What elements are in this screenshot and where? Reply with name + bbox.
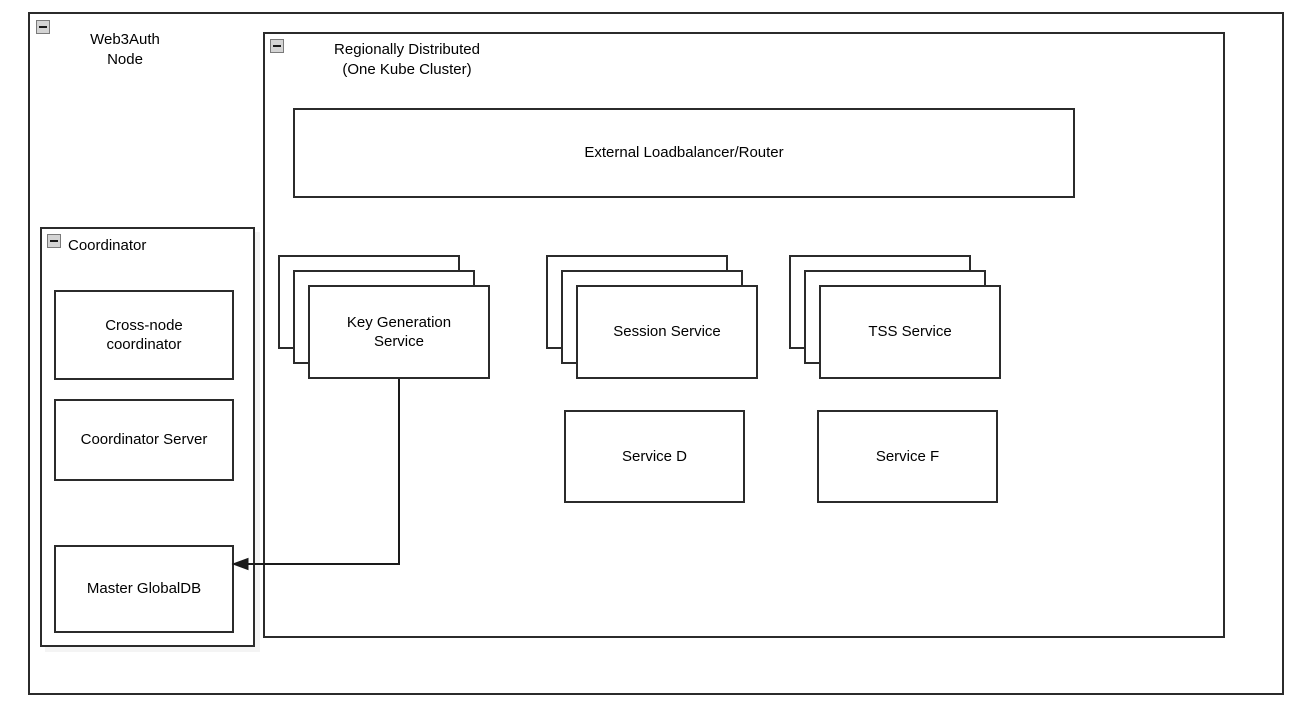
minus-bar [273,45,281,47]
node-label-service-d: Service D [621,447,688,465]
node-session-service[interactable]: Session Service [576,285,758,379]
node-coordinator-server[interactable]: Coordinator Server [54,399,234,481]
node-label-coordinator-server: Coordinator Server [80,431,208,449]
node-service-d[interactable]: Service D [564,410,745,503]
node-external-loadbalancer[interactable]: External Loadbalancer/Router [293,108,1075,198]
node-label-master-globaldb: Master GlobalDB [86,580,202,598]
minus-square-icon-coordinator[interactable] [47,234,61,248]
node-service-f[interactable]: Service F [817,410,998,503]
minus-bar [39,26,47,28]
node-label-cross-node-coordinator: Cross-node coordinator [105,316,183,353]
node-tss-service[interactable]: TSS Service [819,285,1001,379]
node-label-service-f: Service F [875,447,940,465]
node-label-external-loadbalancer: External Loadbalancer/Router [584,144,784,162]
minus-square-icon-web3auth-node[interactable] [36,20,50,34]
node-label-key-generation-service: Key Generation Service [346,313,452,350]
node-master-globaldb[interactable]: Master GlobalDB [54,545,234,633]
minus-square-icon-kube-cluster[interactable] [270,39,284,53]
node-cross-node-coordinator[interactable]: Cross-node coordinator [54,290,234,380]
node-key-generation-service[interactable]: Key Generation Service [308,285,490,379]
node-label-tss-service: TSS Service [868,323,952,341]
node-label-session-service: Session Service [613,323,721,341]
minus-bar [50,240,58,242]
